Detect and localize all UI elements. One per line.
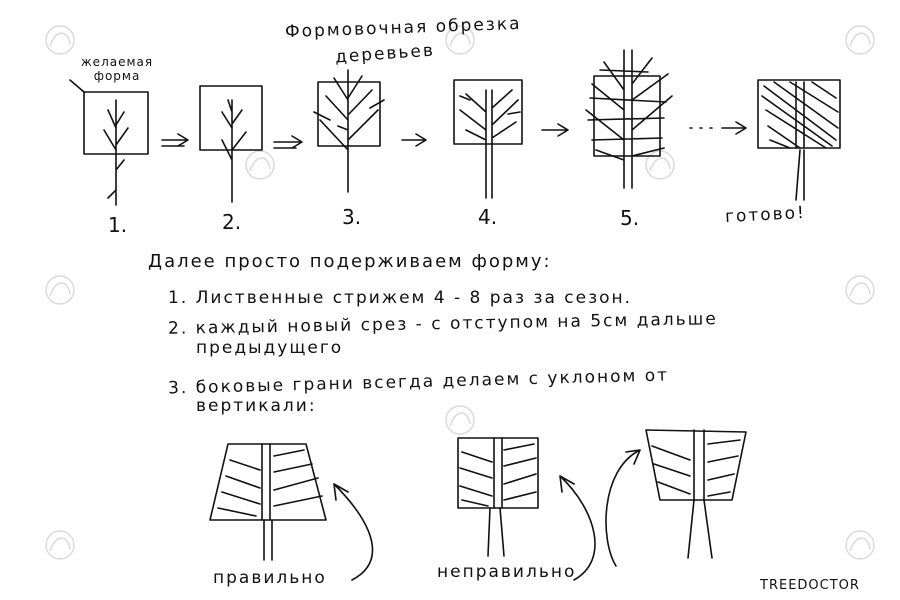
- tree-5: [585, 49, 673, 189]
- watermark-logo: [445, 405, 475, 435]
- desired-shape-label: желаемая форма: [80, 55, 154, 83]
- arrow-incorrect-2: [605, 449, 641, 567]
- watermark-logo: [845, 275, 875, 305]
- caption-incorrect: неправильно: [437, 562, 577, 582]
- watermark-logo: [45, 275, 75, 305]
- arrow-4: [541, 123, 569, 137]
- rule-1: 1. Лиственные стрижем 4 - 8 раз за сезон…: [168, 288, 633, 308]
- watermark-logo: [845, 530, 875, 560]
- arrow-incorrect-1: [559, 475, 596, 581]
- tree-2: [199, 85, 263, 203]
- caption-correct: правильно: [213, 568, 327, 588]
- rule-3-continued: вертикали:: [196, 396, 317, 416]
- signature: TREEDOCTOR: [760, 578, 860, 593]
- step-label-3: 3.: [342, 205, 362, 229]
- watermark-logo: [245, 150, 275, 180]
- tree-1: [83, 91, 149, 206]
- step-label-5: 5.: [620, 206, 640, 230]
- tree-incorrect-2: [645, 429, 747, 559]
- arrow-dots: [689, 121, 747, 135]
- rule-2-continued: предыдущего: [196, 338, 344, 358]
- maintenance-intro: Далее просто подерживаем форму:: [148, 251, 552, 272]
- arrow-correct: [333, 483, 374, 581]
- tree-4: [453, 79, 523, 199]
- watermark-logo: [45, 530, 75, 560]
- step-label-4: 4.: [478, 205, 498, 229]
- pointer-line: [69, 79, 85, 93]
- arrow-1: [161, 133, 189, 147]
- arrow-2: [273, 135, 303, 149]
- tree-incorrect-1: [457, 437, 539, 557]
- watermark-logo: [845, 25, 875, 55]
- arrow-3: [401, 133, 427, 147]
- step-label-2: 2.: [222, 210, 242, 234]
- step-label-done: готово!: [724, 202, 807, 228]
- tree-done: [757, 79, 841, 201]
- tree-correct: [209, 443, 327, 561]
- tree-3: [313, 69, 385, 193]
- watermark-logo: [45, 25, 75, 55]
- watermark-logos: [45, 25, 875, 560]
- watermark-logo: [445, 25, 475, 55]
- step-label-1: 1.: [108, 213, 128, 237]
